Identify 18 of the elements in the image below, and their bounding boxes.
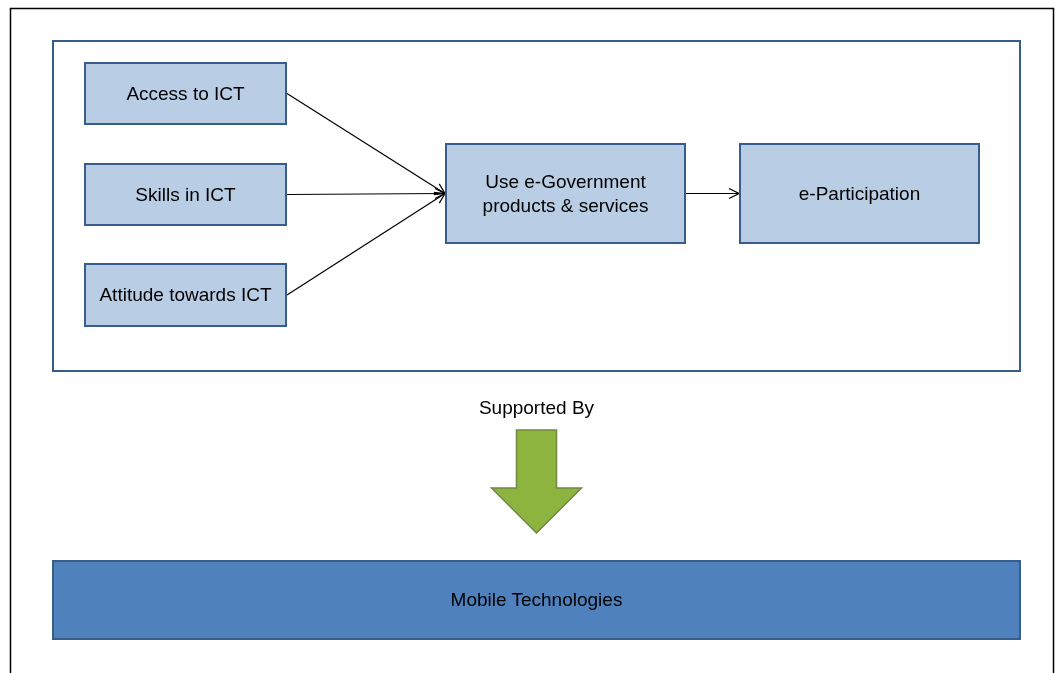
process-box — [84, 263, 287, 327]
arrow — [286, 92, 446, 195]
box-label: Access to ICT — [125, 81, 246, 106]
arrow — [286, 187, 446, 200]
box-label: Attitude towards ICT — [98, 283, 273, 307]
process-box — [739, 143, 980, 244]
arrow — [685, 187, 740, 200]
box-label: Skills in ICT — [134, 182, 237, 207]
box-label: Use e-Government products & services — [481, 169, 650, 218]
arrow — [286, 192, 446, 296]
box-label: e-Participation — [797, 181, 922, 206]
block-arrow — [489, 429, 584, 535]
box-label: Mobile Technologies — [449, 588, 624, 612]
container-frame — [52, 40, 1021, 372]
process-box — [84, 163, 287, 226]
process-box — [84, 62, 287, 125]
base-layer-bar — [52, 560, 1021, 640]
process-box — [445, 143, 686, 244]
